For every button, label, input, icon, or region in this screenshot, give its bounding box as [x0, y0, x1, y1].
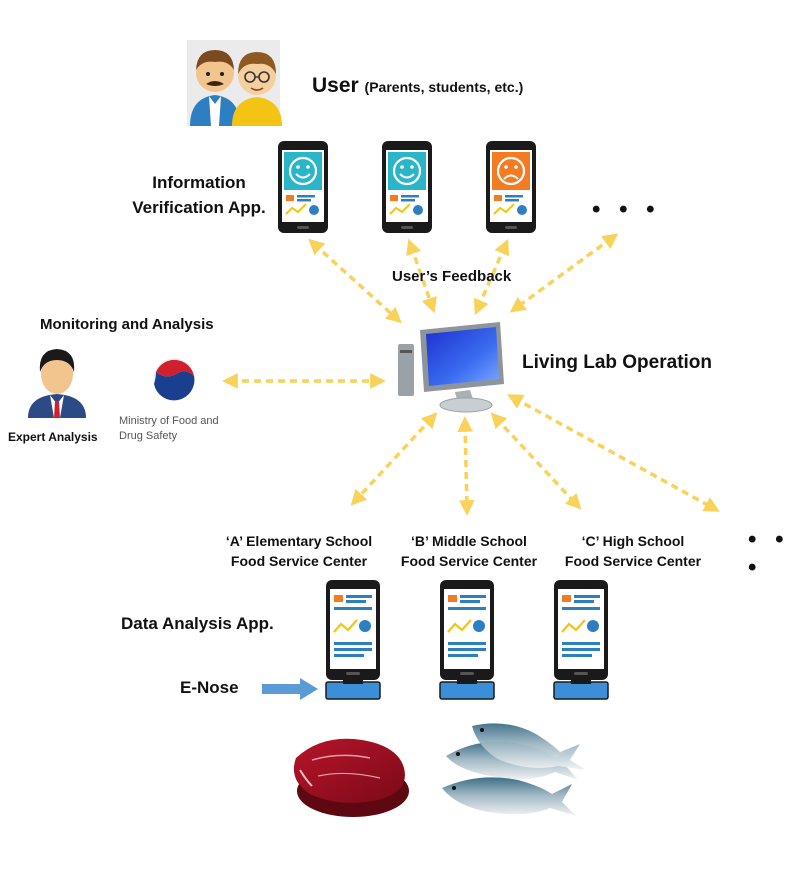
arrow-computer-school-a — [350, 412, 438, 506]
happy-phone-icon — [382, 141, 432, 233]
arrow-computer-more — [507, 394, 720, 512]
info-app-label: Information Verification App. — [104, 170, 294, 220]
data-phone-icon — [553, 580, 609, 700]
ministry-line2: Drug Safety — [119, 430, 178, 442]
arrow-phone1-computer — [308, 238, 402, 324]
school-b-line2: Food Service Center — [400, 553, 538, 569]
expert-icon — [28, 349, 86, 418]
happy-phone-icon — [278, 141, 328, 233]
expert-label: Expert Analysis — [8, 430, 98, 444]
sad-phone-icon — [486, 141, 536, 233]
enose-label: E-Nose — [180, 678, 239, 697]
monitoring-label: Monitoring and Analysis — [40, 316, 214, 333]
meat-image — [293, 738, 409, 817]
arrow-phone2-computer — [406, 238, 437, 314]
arrow-computer-school-c — [490, 412, 582, 510]
ministry-line1: Ministry of Food and — [119, 415, 219, 427]
ministry-logo — [153, 358, 195, 401]
school-a-label: ‘A’ Elementary School Food Service Cente… — [210, 531, 388, 571]
data-phone-icon — [439, 580, 495, 700]
connection-arrows — [222, 233, 720, 516]
fish-image — [436, 722, 586, 822]
school-b-line1: ‘B’ Middle School — [411, 533, 527, 549]
user-subtitle: (Parents, students, etc.) — [364, 79, 524, 95]
arrow-more-computer — [509, 233, 619, 313]
data-app-label: Data Analysis App. — [121, 614, 274, 633]
school-c-label: ‘C’ High School Food Service Center — [558, 531, 708, 571]
more-phones-ellipsis: • • • — [592, 196, 661, 223]
school-c-line1: ‘C’ High School — [581, 533, 685, 549]
school-c-line2: Food Service Center — [564, 553, 702, 569]
user-label: User — [312, 74, 359, 97]
info-app-line2: Verification App. — [132, 198, 266, 217]
users-icon — [187, 40, 282, 126]
school-b-label: ‘B’ Middle School Food Service Center — [394, 531, 544, 571]
more-schools-ellipsis: • • • — [748, 526, 790, 581]
arrow-computer-school-b — [457, 416, 475, 516]
info-app-line1: Information — [152, 173, 246, 192]
feedback-label: User’s Feedback — [392, 268, 512, 285]
ministry-label: Ministry of Food and Drug Safety — [119, 414, 249, 444]
operation-label: Living Lab Operation — [522, 352, 713, 373]
user-title: User (Parents, students, etc.) — [312, 74, 523, 98]
enose-arrow — [262, 678, 318, 700]
data-phone-icon — [325, 580, 381, 700]
school-a-line1: ‘A’ Elementary School — [225, 533, 373, 549]
school-a-line2: Food Service Center — [230, 553, 368, 569]
computer-icon — [398, 322, 504, 413]
